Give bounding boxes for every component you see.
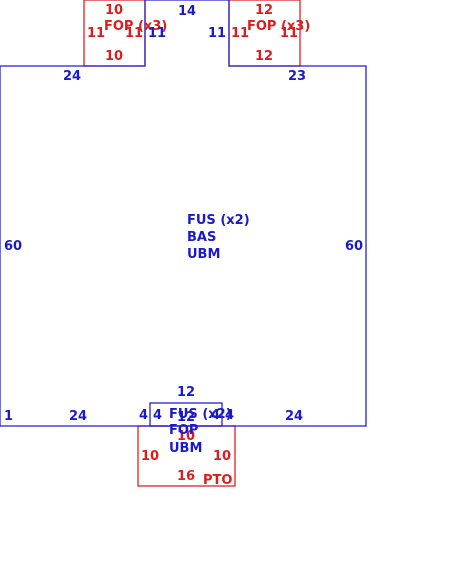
main-right-edge-dim: 60 [345, 239, 363, 254]
bottom-piece-name-line-1: FOP [169, 423, 198, 438]
top-right-top-dim: 12 [255, 3, 273, 18]
top-left-top-dim: 10 [105, 3, 123, 18]
main-name-line-3: UBM [187, 247, 220, 262]
main-bottom-left-corner-dim: 1 [4, 409, 13, 424]
top-left-piece-name: FOP (x3) [104, 19, 167, 34]
bottom-piece-top-dim: 10 [177, 429, 195, 444]
tab-right-outer-dim: 4 [225, 408, 234, 423]
bottom-piece-name-line-2: UBM [169, 441, 202, 456]
tab-left-inner-dim: 4 [153, 408, 162, 423]
tab-left-outer-dim: 4 [139, 408, 148, 423]
main-left-edge-dim: 60 [4, 239, 22, 254]
main-bottom-right-segment-dim: 24 [285, 409, 303, 424]
bottom-piece-label: PTO [203, 473, 232, 488]
main-piece-outline [0, 0, 367, 427]
main-notch-right-dim: 11 [208, 26, 226, 41]
bottom-piece-right-dim: 10 [213, 449, 231, 464]
main-top-right-shoulder-dim: 23 [288, 69, 306, 84]
main-name-line-1: FUS (x2) [187, 213, 250, 228]
top-right-piece-name: FOP (x3) [247, 19, 310, 34]
bottom-piece-left-dim: 10 [141, 449, 159, 464]
top-left-left-dim: 11 [87, 26, 105, 41]
main-top-edge-dim: 14 [178, 4, 196, 19]
main-bottom-left-segment-dim: 24 [69, 409, 87, 424]
main-notch-left-dim: 11 [148, 26, 166, 41]
tab-piece-name: FUS (x2) [169, 407, 232, 422]
top-left-right-dim: 11 [125, 26, 143, 41]
tab-top-dim: 12 [177, 385, 195, 400]
tab-right-inner-dim: 4 [211, 408, 220, 423]
tab-bottom-dim: 12 [177, 410, 195, 425]
main-name-line-2: BAS [187, 230, 216, 245]
bottom-piece-bottom-dim: 16 [177, 469, 195, 484]
main-top-left-shoulder-dim: 24 [63, 69, 81, 84]
top-right-bottom-dim: 12 [255, 49, 273, 64]
top-left-bottom-dim: 10 [105, 49, 123, 64]
bottom-tab-outline [149, 402, 223, 427]
top-right-right-dim: 11 [280, 26, 298, 41]
top-right-left-dim: 11 [231, 26, 249, 41]
